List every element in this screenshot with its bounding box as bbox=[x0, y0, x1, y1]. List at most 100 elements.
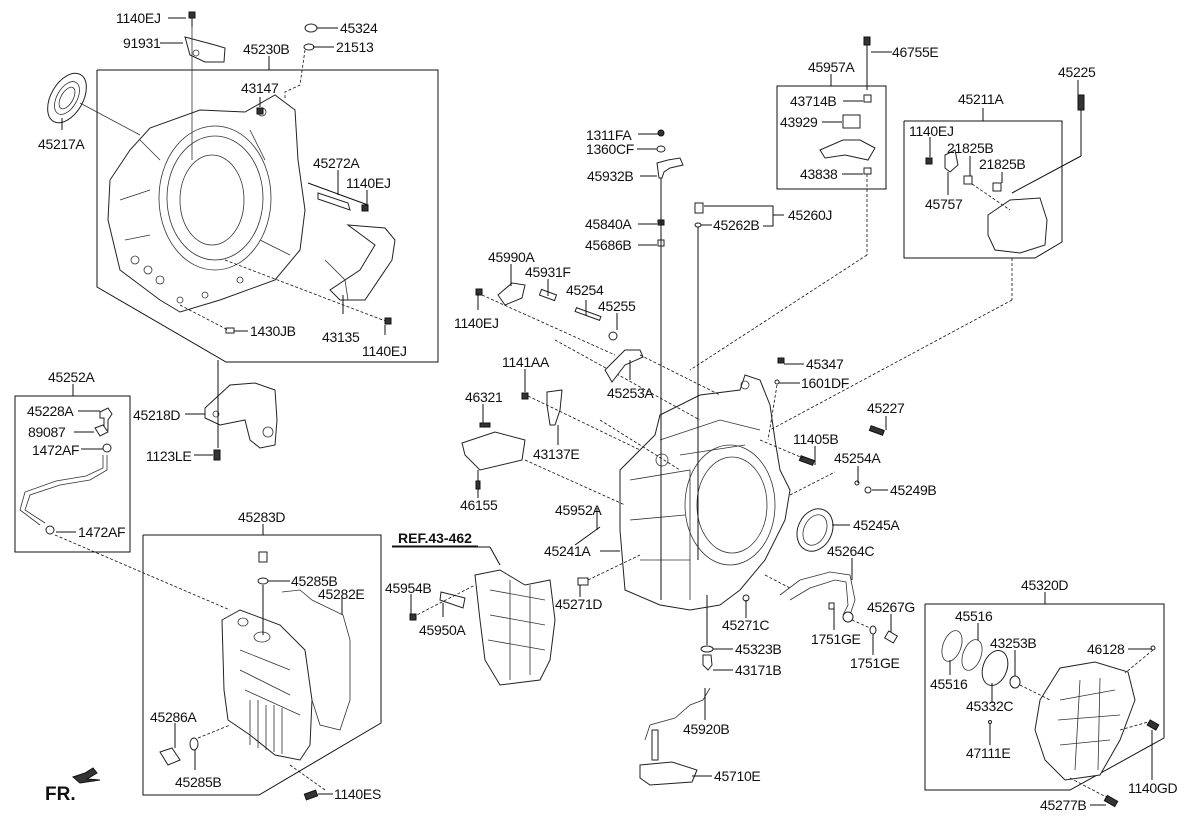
part-label[interactable]: 43147 bbox=[241, 80, 279, 96]
part-label[interactable]: 89087 bbox=[28, 424, 66, 440]
part-label[interactable]: 43929 bbox=[780, 114, 818, 130]
part-label[interactable]: 43135 bbox=[322, 329, 360, 345]
strainer-46321 bbox=[461, 389, 641, 506]
part-label[interactable]: 45253A bbox=[607, 385, 655, 401]
part-label[interactable]: 45932B bbox=[587, 168, 634, 184]
part-label[interactable]: 45323B bbox=[735, 641, 782, 657]
nut-43147 bbox=[256, 107, 264, 115]
part-label[interactable]: 45267G bbox=[867, 599, 915, 615]
part-label[interactable]: 46128 bbox=[1087, 641, 1125, 657]
part-label[interactable]: 46755E bbox=[892, 44, 939, 60]
part-label[interactable]: 45757 bbox=[925, 196, 963, 212]
part-label[interactable]: 43838 bbox=[800, 166, 838, 182]
part-label[interactable]: 21825B bbox=[947, 140, 994, 156]
part-label[interactable]: 43253B bbox=[990, 635, 1037, 651]
part-label[interactable]: 1472AF bbox=[32, 442, 80, 458]
part-label[interactable]: 46155 bbox=[460, 497, 498, 513]
part-label[interactable]: 45227 bbox=[867, 400, 905, 416]
part-label[interactable]: 45271D bbox=[555, 596, 603, 612]
part-label[interactable]: 1140EJ bbox=[362, 343, 407, 359]
part-label[interactable]: 45931F bbox=[525, 264, 571, 280]
part-label[interactable]: 45218D bbox=[133, 407, 181, 423]
part-label[interactable]: 45241A bbox=[544, 543, 592, 559]
part-label[interactable]: 45272A bbox=[313, 155, 361, 171]
part-label[interactable]: 43171B bbox=[735, 662, 782, 678]
part-label[interactable]: 45952A bbox=[555, 502, 603, 518]
part-label[interactable]: 46321 bbox=[465, 389, 503, 405]
seal-45217A bbox=[47, 72, 141, 136]
part-label[interactable]: 1472AF bbox=[78, 524, 126, 540]
group-box-converter-housing bbox=[96, 56, 439, 363]
group-box-bracket-kit bbox=[776, 74, 887, 190]
part-label[interactable]: 45271C bbox=[722, 617, 770, 633]
reference-link[interactable]: REF.43-462 bbox=[398, 530, 472, 546]
part-label[interactable]: 45285B bbox=[175, 774, 222, 790]
part-label[interactable]: 1140GD bbox=[1128, 780, 1178, 796]
part-label[interactable]: 45686B bbox=[585, 237, 632, 253]
part-label[interactable]: 1601DF bbox=[801, 375, 849, 391]
baffle-43135 bbox=[324, 224, 396, 301]
part-label[interactable]: 45286A bbox=[150, 709, 198, 725]
part-label[interactable]: 1360CF bbox=[586, 141, 634, 157]
part-label[interactable]: 1140EJ bbox=[116, 10, 161, 26]
group-box-rear-cover bbox=[924, 592, 1165, 791]
part-label[interactable]: 43714B bbox=[790, 93, 837, 109]
part-label[interactable]: 1751GE bbox=[850, 655, 900, 671]
part-label[interactable]: 45516 bbox=[955, 608, 993, 624]
part-label[interactable]: 45516 bbox=[930, 676, 968, 692]
part-label[interactable]: 45840A bbox=[585, 216, 633, 232]
part-label[interactable]: 45228A bbox=[27, 403, 75, 419]
part-label[interactable]: 45217A bbox=[38, 136, 86, 152]
part-label[interactable]: 21825B bbox=[979, 156, 1026, 172]
part-label[interactable]: 91931 bbox=[123, 35, 161, 51]
part-label[interactable]: 45262B bbox=[713, 217, 760, 233]
part-label[interactable]: 45277B bbox=[1040, 797, 1087, 813]
part-label[interactable]: 45920B bbox=[683, 721, 730, 737]
valve-body-part bbox=[392, 546, 556, 686]
part-label[interactable]: 45225 bbox=[1058, 64, 1096, 80]
part-label[interactable]: 45264C bbox=[827, 543, 875, 559]
fr-arrow-icon bbox=[72, 767, 101, 784]
part-label[interactable]: 21513 bbox=[336, 39, 374, 55]
part-label[interactable]: 1140EJ bbox=[454, 315, 499, 331]
part-label[interactable]: 43137E bbox=[533, 446, 580, 462]
bracket-kit-parts bbox=[689, 36, 876, 371]
part-label[interactable]: 1140EJ bbox=[346, 175, 391, 191]
part-label[interactable]: 45324 bbox=[340, 20, 378, 36]
part-label[interactable]: 45249B bbox=[890, 482, 937, 498]
part-label[interactable]: 45285B bbox=[291, 573, 338, 589]
part-label[interactable]: 45950A bbox=[419, 622, 467, 638]
part-label[interactable]: 1430JB bbox=[250, 323, 296, 339]
part-label[interactable]: 1123LE bbox=[146, 448, 192, 464]
oil-pipe-45264C bbox=[764, 571, 899, 644]
part-label[interactable]: 1140ES bbox=[334, 786, 381, 802]
group-label[interactable]: 45283D bbox=[238, 509, 286, 525]
bolt-1140EJ-top bbox=[188, 11, 196, 160]
part-label[interactable]: 11405B bbox=[793, 431, 839, 447]
part-label[interactable]: 1311FA bbox=[586, 127, 633, 143]
part-label[interactable]: 45282E bbox=[318, 586, 365, 602]
part-label[interactable]: 45954B bbox=[385, 580, 432, 596]
part-label[interactable]: 45347 bbox=[806, 356, 844, 372]
group-label[interactable]: 45230B bbox=[243, 41, 290, 57]
bracket-plug-set bbox=[704, 205, 784, 227]
part-label[interactable]: 45245A bbox=[853, 517, 901, 533]
group-label[interactable]: 45320D bbox=[1021, 577, 1069, 593]
part-label[interactable]: 1141AA bbox=[502, 354, 550, 370]
part-label[interactable]: 1751GE bbox=[811, 631, 861, 647]
part-label[interactable]: 45332C bbox=[966, 698, 1014, 714]
group-label[interactable]: 45252A bbox=[48, 369, 96, 385]
part-label[interactable]: 45710E bbox=[714, 768, 761, 784]
group-label[interactable]: 45211A bbox=[958, 91, 1005, 107]
pin-45952A bbox=[574, 526, 601, 546]
group-box-breather-hose bbox=[14, 384, 131, 553]
part-label[interactable]: 45254A bbox=[834, 450, 882, 466]
part-label[interactable]: 47111E bbox=[966, 745, 1011, 761]
part-label[interactable]: 45254 bbox=[566, 282, 604, 298]
group-label[interactable]: 45260J bbox=[788, 207, 832, 223]
part-label[interactable]: 45255 bbox=[598, 298, 636, 314]
part-label[interactable]: 1140EJ bbox=[909, 123, 954, 139]
group-label[interactable]: 45957A bbox=[808, 59, 856, 75]
part-label[interactable]: 45990A bbox=[488, 249, 536, 265]
bracket-91931 bbox=[184, 36, 226, 63]
